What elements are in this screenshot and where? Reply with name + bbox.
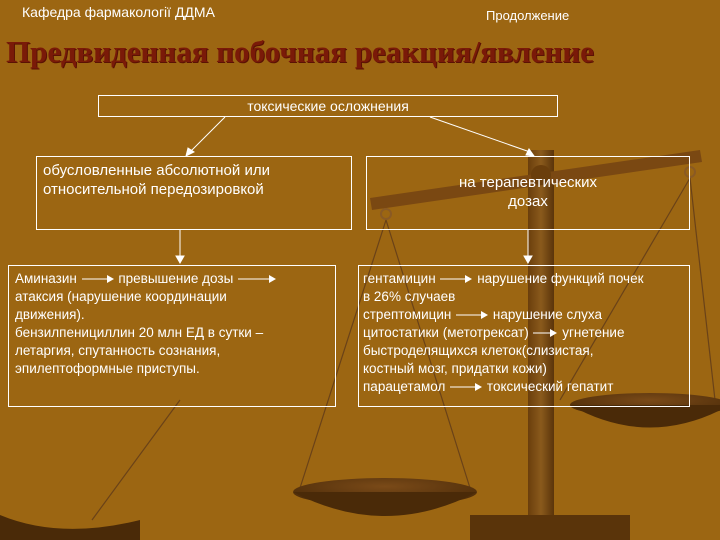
arrow-right-icon <box>238 275 277 284</box>
list-item: стрептомицин нарушение слуха <box>363 306 685 324</box>
therapeutic-examples-box: гентамицин нарушение функций почек в 26%… <box>358 265 690 407</box>
drug-name: парацетамол <box>363 379 446 394</box>
list-item: быстроделящихся клеток(слизистая, <box>363 343 594 358</box>
arrow-right-icon <box>533 329 558 338</box>
overdose-box: обусловленные абсолютной или относительн… <box>36 156 352 230</box>
overdose-line-2: относительной передозировкой <box>43 181 264 198</box>
list-item: летаргия, спутанность сознания, <box>15 343 221 358</box>
toxic-complications-box: токсические осложнения <box>98 95 558 117</box>
therapeutic-line-2: дозах <box>508 193 548 210</box>
effect-text: угнетение <box>562 325 625 340</box>
list-item: в 26% случаев <box>363 289 456 304</box>
drug-name: Аминазин <box>15 271 77 286</box>
drug-name: стрептомицин <box>363 307 452 322</box>
toxic-complications-label: токсические осложнения <box>247 98 409 114</box>
list-item: атаксия (нарушение координации <box>15 289 227 304</box>
arrow-right-icon <box>456 311 489 320</box>
overdose-line-1: обусловленные абсолютной или <box>43 162 270 179</box>
arrow-right-icon <box>450 383 483 392</box>
effect-text: токсический гепатит <box>486 379 614 394</box>
drug-name: цитостатики (метотрексат) <box>363 325 529 340</box>
department-label: Кафедра фармакології ДДМА <box>22 4 215 20</box>
drug-name: гентамицин <box>363 271 436 286</box>
list-item: парацетамол токсический гепатит <box>363 378 685 396</box>
effect-text: превышение дозы <box>118 271 234 286</box>
arrow-right-icon <box>81 275 114 284</box>
therapeutic-line-1: на терапевтических <box>459 174 597 191</box>
list-item: цитостатики (метотрексат) угнетение <box>363 324 685 342</box>
therapeutic-dose-box: на терапевтических дозах <box>366 156 690 230</box>
list-item: Аминазин превышение дозы <box>15 270 329 288</box>
list-item: движения). <box>15 307 85 322</box>
continuation-label: Продолжение <box>486 8 570 23</box>
overdose-examples-box: Аминазин превышение дозы атаксия (наруше… <box>8 265 336 407</box>
list-item: гентамицин нарушение функций почек <box>363 270 685 288</box>
effect-text: нарушение функций почек <box>477 271 644 286</box>
list-item: костный мозг, придатки кожи) <box>363 361 547 376</box>
arrow-right-icon <box>440 275 473 284</box>
effect-text: нарушение слуха <box>492 307 603 322</box>
page-title: Предвиденная побочная реакция/явление <box>6 34 594 69</box>
scale-pole <box>528 150 554 540</box>
list-item: бензилпенициллин 20 млн ЕД в сутки – <box>15 325 264 340</box>
list-item: эпилептоформные приступы. <box>15 361 200 376</box>
